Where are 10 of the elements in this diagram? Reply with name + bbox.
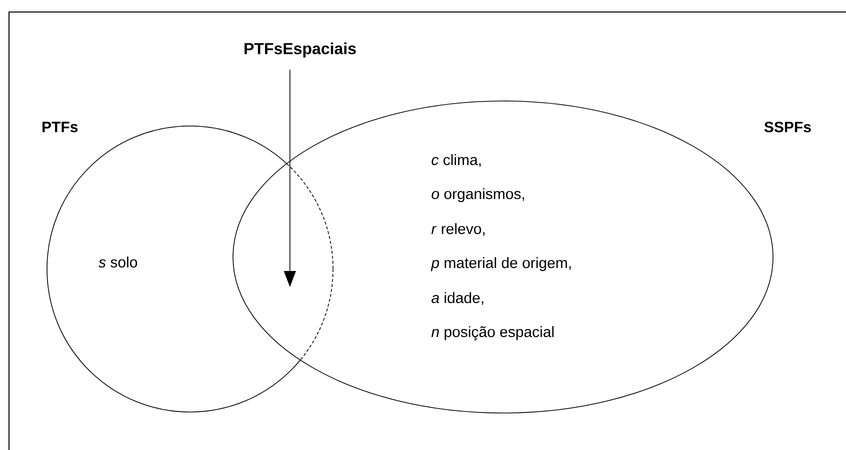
heading: PTFs bbox=[42, 122, 78, 132]
list-item: o organismos, bbox=[432, 188, 524, 202]
list-item: n posição espacial bbox=[431, 326, 554, 340]
label: s solo bbox=[98, 256, 138, 268]
heading: SSPFs bbox=[764, 122, 811, 132]
list-item: p material de origem, bbox=[430, 257, 571, 272]
list-item: c clima, bbox=[432, 154, 481, 167]
title-text: PTFsEspaciais bbox=[244, 42, 356, 58]
list-item: r relevo, bbox=[431, 223, 485, 236]
list-item: a idade, bbox=[432, 292, 484, 305]
